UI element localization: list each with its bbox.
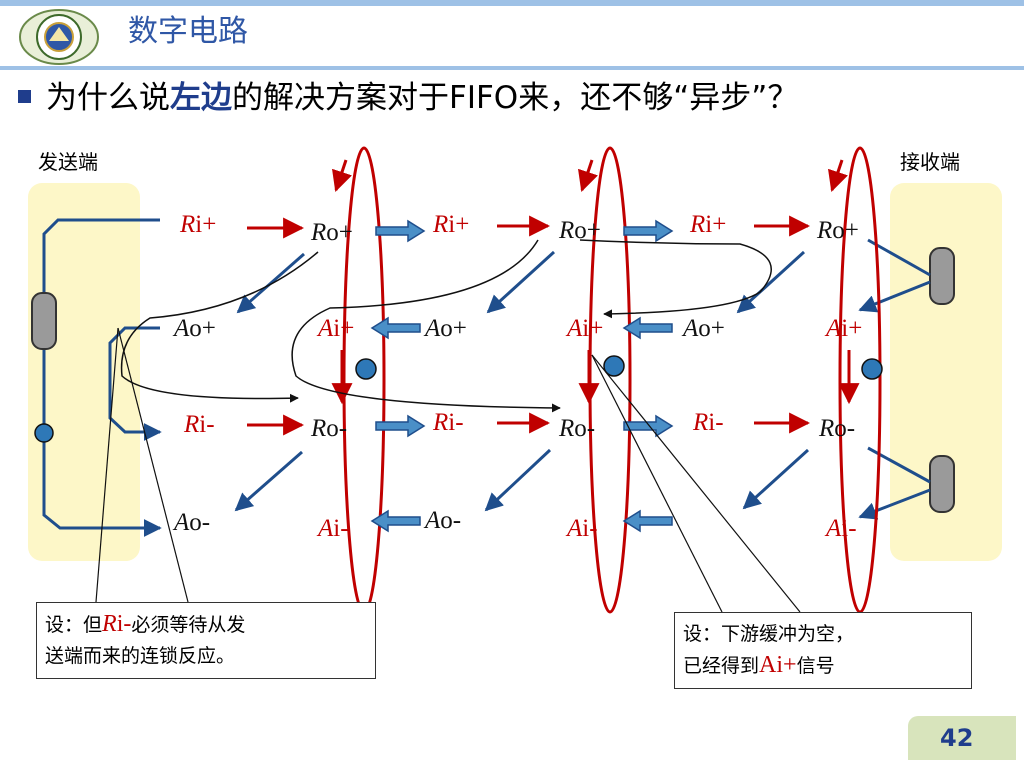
node-ri-plus-1: Ri+ xyxy=(180,211,217,238)
loop-arrow-3 xyxy=(828,159,848,192)
university-seal-icon xyxy=(19,9,99,65)
node-ao-minus-1: Ao- xyxy=(174,509,211,536)
block-arrow-ao-ai-plus-1 xyxy=(370,316,421,340)
c-element-loop-1 xyxy=(342,146,386,614)
node-ro-minus-2: Ro- xyxy=(311,415,348,442)
question-highlight: 左边 xyxy=(170,80,232,116)
c-element-dot-2 xyxy=(603,355,625,377)
left-note-pointer-b xyxy=(117,327,189,603)
sender-label: 发送端 xyxy=(38,150,98,174)
page-number: 42 xyxy=(940,724,974,752)
question-suffix: 的解决方案对于FIFO来，还不够“异步”？ xyxy=(232,80,799,116)
node-ai-minus-4: Ai- xyxy=(826,515,857,542)
node-ro-plus-3: Ro+ xyxy=(559,217,601,244)
page-number-box xyxy=(908,716,1016,760)
receiver-wire-1 xyxy=(867,238,931,277)
question-prefix: 为什么说 xyxy=(46,80,170,116)
causal-path-2 xyxy=(291,239,561,413)
question-heading: 为什么说左边的解决方案对于FIFO来，还不够“异步”？ xyxy=(46,72,798,117)
top-accent-bar xyxy=(0,0,1024,6)
node-ri-minus-1: Ri- xyxy=(184,411,215,438)
receiver-label: 接收端 xyxy=(900,150,960,174)
receiver-inverter-bottom xyxy=(929,455,955,513)
slide-title: 数字电路 xyxy=(128,14,248,49)
left-note: 设：但Ri-必须等待从发 送端而来的连锁反应。 xyxy=(36,602,376,679)
node-ai-plus-4: Ai+ xyxy=(826,315,863,342)
block-arrow-ao-ai-minus-1 xyxy=(370,509,421,533)
node-ri-plus-3: Ri+ xyxy=(690,211,727,238)
node-ai-plus-2: Ai+ xyxy=(318,315,355,342)
right-note-pointer-b xyxy=(591,354,801,613)
block-arrows xyxy=(370,219,674,533)
node-ro-minus-4: Ro- xyxy=(819,415,856,442)
title-divider xyxy=(0,66,1024,70)
causal-path-3 xyxy=(579,239,772,319)
left-note-pointer-a xyxy=(95,327,119,603)
node-ro-minus-3: Ro- xyxy=(559,415,596,442)
sender-req-wire xyxy=(42,218,162,537)
c-element-dot-1 xyxy=(355,358,377,380)
node-ao-plus-3: Ao+ xyxy=(683,315,725,342)
loop-arrow-1 xyxy=(332,159,352,192)
node-ai-minus-3: Ai- xyxy=(567,515,598,542)
causal-path-1 xyxy=(120,251,319,403)
block-arrow-ro-ri-minus-1 xyxy=(375,414,426,438)
node-ri-minus-2: Ri- xyxy=(433,409,464,436)
node-ai-minus-2: Ai- xyxy=(318,515,349,542)
receiver-panel xyxy=(890,183,1002,561)
node-ri-plus-2: Ri+ xyxy=(433,211,470,238)
node-ao-plus-2: Ao+ xyxy=(425,315,467,342)
right-note-pointer-a xyxy=(591,354,723,613)
node-ri-minus-3: Ri- xyxy=(693,409,724,436)
block-arrow-ro-ri-plus-2 xyxy=(623,219,674,243)
loop-arrow-2 xyxy=(578,159,598,192)
sender-inverter xyxy=(31,292,57,350)
block-arrow-ro-ri-plus-1 xyxy=(375,219,426,243)
node-ro-plus-4: Ro+ xyxy=(817,217,859,244)
node-ao-plus-1: Ao+ xyxy=(174,315,216,342)
receiver-inverter-top xyxy=(929,247,955,305)
node-ao-minus-2: Ao- xyxy=(425,507,462,534)
node-ai-plus-3: Ai+ xyxy=(567,315,604,342)
sender-ack-wire xyxy=(108,326,162,441)
block-arrow-ao-ai-plus-2 xyxy=(622,316,673,340)
c-element-dot-3 xyxy=(861,358,883,380)
sender-junction xyxy=(34,423,54,443)
right-note: 设：下游缓冲为空， 已经得到Ai+信号 xyxy=(674,612,972,689)
square-bullet-icon xyxy=(18,90,31,103)
receiver-wire-4 xyxy=(858,488,931,520)
diagonal-arrows xyxy=(234,250,810,512)
receiver-wire-2 xyxy=(858,280,931,313)
node-ro-plus-2: Ro+ xyxy=(311,219,353,246)
sender-panel xyxy=(28,183,140,561)
block-arrow-ao-ai-minus-2 xyxy=(622,509,673,533)
